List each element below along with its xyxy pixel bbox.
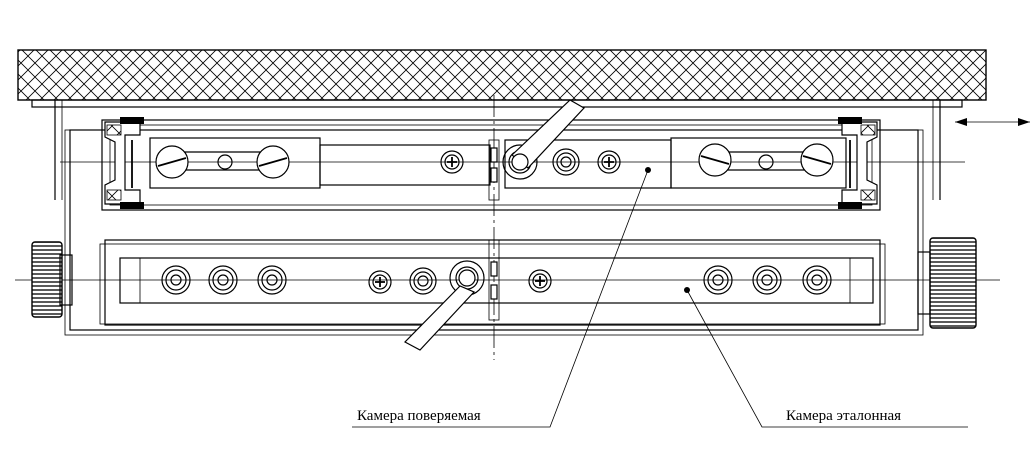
upper-phillips-screw-right — [597, 150, 621, 174]
lower-right-washers — [703, 265, 832, 295]
upper-lever — [502, 99, 585, 180]
lower-left-washers — [161, 265, 287, 295]
right-clamp — [838, 117, 878, 209]
upper-left-screws — [155, 145, 290, 179]
left-knurled-knob — [31, 241, 73, 318]
leader-tested — [352, 169, 649, 428]
leader-reference — [686, 289, 968, 428]
mounting-strip — [31, 99, 963, 108]
lower-phillips-screw-left — [368, 270, 392, 294]
upper-phillips-screw-left — [440, 150, 464, 174]
center-gap-marks — [488, 139, 500, 321]
upper-washer — [552, 148, 580, 176]
double-arrow — [955, 118, 1030, 126]
main-frame — [54, 100, 941, 336]
lower-lever — [404, 260, 485, 351]
top-plate — [17, 49, 987, 101]
lower-washer — [409, 267, 437, 295]
lower-phillips-screw-right — [528, 269, 552, 293]
label-reference-chamber: Камера эталонная — [786, 408, 901, 424]
upper-right-screws — [698, 143, 834, 177]
label-tested-chamber: Камера поверяемая — [357, 408, 481, 424]
upper-carriage — [101, 119, 881, 211]
right-knurled-knob — [917, 237, 977, 329]
lower-carriage — [99, 239, 886, 326]
left-clamp — [104, 117, 144, 209]
